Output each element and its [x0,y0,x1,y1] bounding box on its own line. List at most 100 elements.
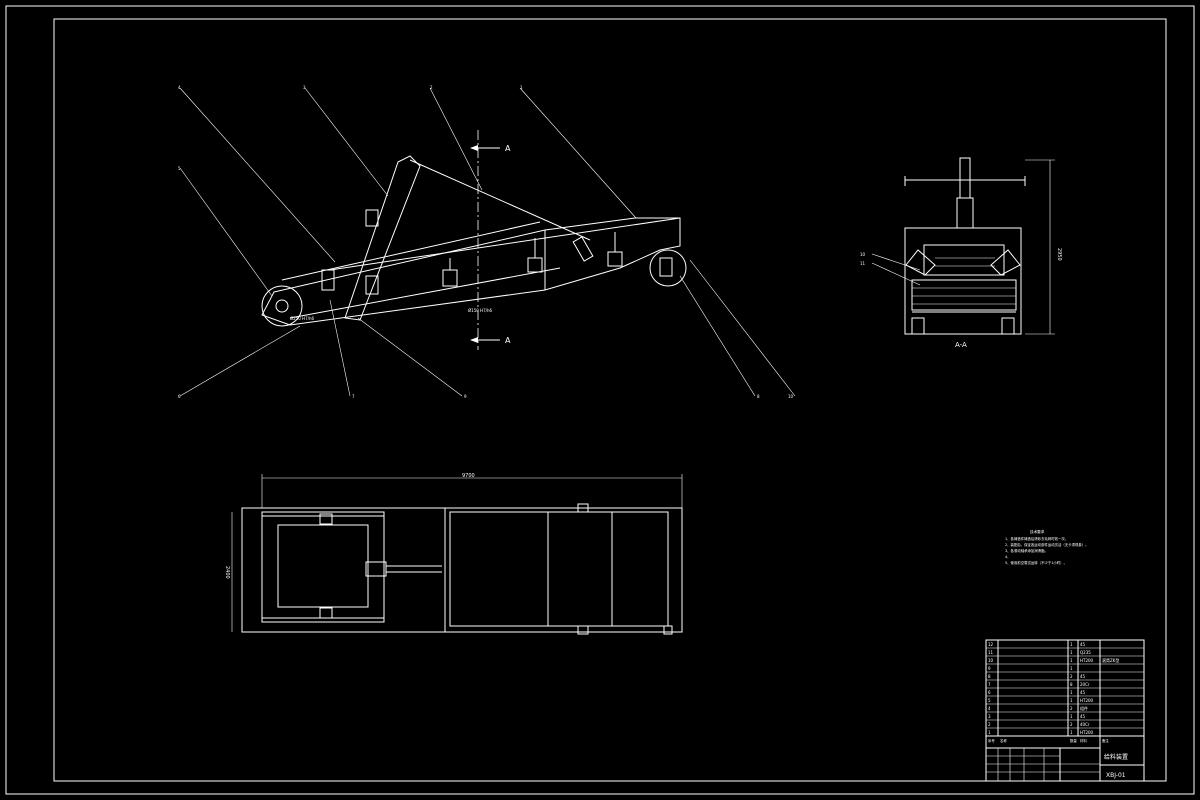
bom-cell: 2 [1070,722,1073,727]
dim-tail-shaft: Ø250 H7/h6 [290,316,314,321]
bom-cell: 45 [1080,674,1086,679]
bom-cell: HT200 [1080,658,1094,663]
lifting-screw [959,157,971,199]
bom-header-cell: 备注 [1102,738,1109,743]
screw-housing [956,197,974,229]
bom-cell: 组件 [1080,705,1088,711]
title-block: 给料装置 XBJ-01 [986,735,1144,781]
section-label-top: A [505,144,511,153]
belt-top [329,217,681,271]
frame-box [904,227,1022,335]
side-roller-left [905,249,936,276]
inner-border [53,18,1167,782]
bom-cell: 1 [1070,650,1073,655]
section-label-bottom: A [505,336,511,345]
section-view: 2950 A-A 10 11 [860,157,1062,349]
idler-set [321,232,623,295]
bom-cell: 9 [988,666,991,671]
drawing-title: 给料装置 [1104,753,1128,761]
plan-length-dim: 9700 [462,473,475,479]
tension-rod [409,159,591,241]
lower-idlers [911,279,1017,311]
bom-cell: 1 [1070,658,1073,663]
tail-pulley-hub [275,299,289,313]
bom-cell: 3 [988,714,991,719]
part-label-10: 10 [788,394,794,399]
bom-cell: 滚筒ZK型 [1102,657,1119,663]
bom-header-cell: 数量 [1070,738,1077,743]
lifting-arm [344,155,421,321]
bom-cell: 45 [1080,642,1086,647]
frame-top-rail [281,221,541,281]
tech-req-item-5: 5、使用前空载试运转（不少于1小时）。 [1005,560,1067,565]
bom-cell: Q235 [1080,650,1091,655]
side-roller-right [990,249,1021,276]
part-label-5: 5 [178,166,181,171]
part-label-9: 9 [464,394,467,399]
bom-cell: 8 [1070,682,1073,687]
hydraulic-cylinder [572,236,594,262]
bom-header-cell: 名称 [1000,738,1007,743]
bom-cell: 2 [988,722,991,727]
part-label-2: 2 [430,85,433,90]
bom-cell: 6 [988,690,991,695]
bom-frame [985,639,1145,782]
side-view: A A Ø250 H7/h6 Ø150 H7/h6 1 2 3 4 5 6 7 … [178,85,796,399]
tail-pulley [261,285,303,327]
drawing-number: XBJ-01 [1106,772,1126,779]
bom-cell: HT200 [1080,698,1094,703]
tech-req-item-1: 1、各铸造件铸造后清砂去毛刺时效一次。 [1005,536,1068,541]
part-label-8: 8 [757,394,760,399]
bom-cell: 5 [988,698,991,703]
plan-outline [241,507,683,633]
plan-coupling [365,561,387,577]
bom-cell: 11 [988,650,994,655]
bom-cell: 1 [1070,730,1073,735]
bom-cell: 45 [1080,690,1086,695]
plan-view: 9700 2400 [224,473,683,635]
part-label-6: 6 [178,394,181,399]
bom-cell: 2 [1070,706,1073,711]
bom-cell: 1 [1070,666,1073,671]
section-label-11: 11 [860,261,866,266]
section-height-dim: 2950 [1056,248,1062,261]
part-label-7: 7 [352,394,355,399]
bom-cell: 8 [988,674,991,679]
arm-bracket [365,209,379,227]
section-label-10: 10 [860,252,866,257]
bom-cell: 20Cr [1080,682,1090,687]
section-title: A-A [955,341,967,349]
plan-belt [449,511,669,627]
tech-req-title: 技术要求 [1030,529,1045,534]
part-label-3: 3 [303,85,306,90]
tech-req-item-3: 3、各滚动轴承添加润滑脂。 [1005,548,1048,553]
tech-req-item-4: 4、 [1005,555,1011,559]
bom-cell: 1 [988,730,991,735]
bom-cell: 1 [1070,690,1073,695]
bom-cell: 1 [1070,698,1073,703]
conveyor-frame [261,217,681,326]
tech-requirements: 技术要求 1、各铸造件铸造后清砂去毛刺时效一次。 2、装配后，保证各运动部件运动… [1005,529,1089,565]
bom-cell: 10 [988,658,994,663]
bom-cell: 4 [988,706,991,711]
part-label-4: 4 [178,85,181,90]
bom-cell: 45 [1080,714,1086,719]
bom-cell: HT200 [1080,730,1094,735]
head-bearing [659,257,673,277]
bom-cell: 2 [1070,674,1073,679]
bom-cell: 40Cr [1080,722,1090,727]
bom-cell: 1 [1070,642,1073,647]
bom-header-cell: 材料 [1080,738,1087,743]
bom-cell: 7 [988,682,991,687]
bom-header-cell: 序号 [988,738,995,743]
head-pulley [649,249,687,287]
outer-border [5,5,1195,795]
part-label-1: 1 [520,85,523,90]
plan-width-dim: 2400 [224,566,230,579]
bom-cell: 1 [1070,714,1073,719]
bom-cell: 12 [988,642,994,647]
belt-line [289,267,561,319]
plan-tail-section [261,511,385,623]
trough-idlers [923,244,1005,276]
